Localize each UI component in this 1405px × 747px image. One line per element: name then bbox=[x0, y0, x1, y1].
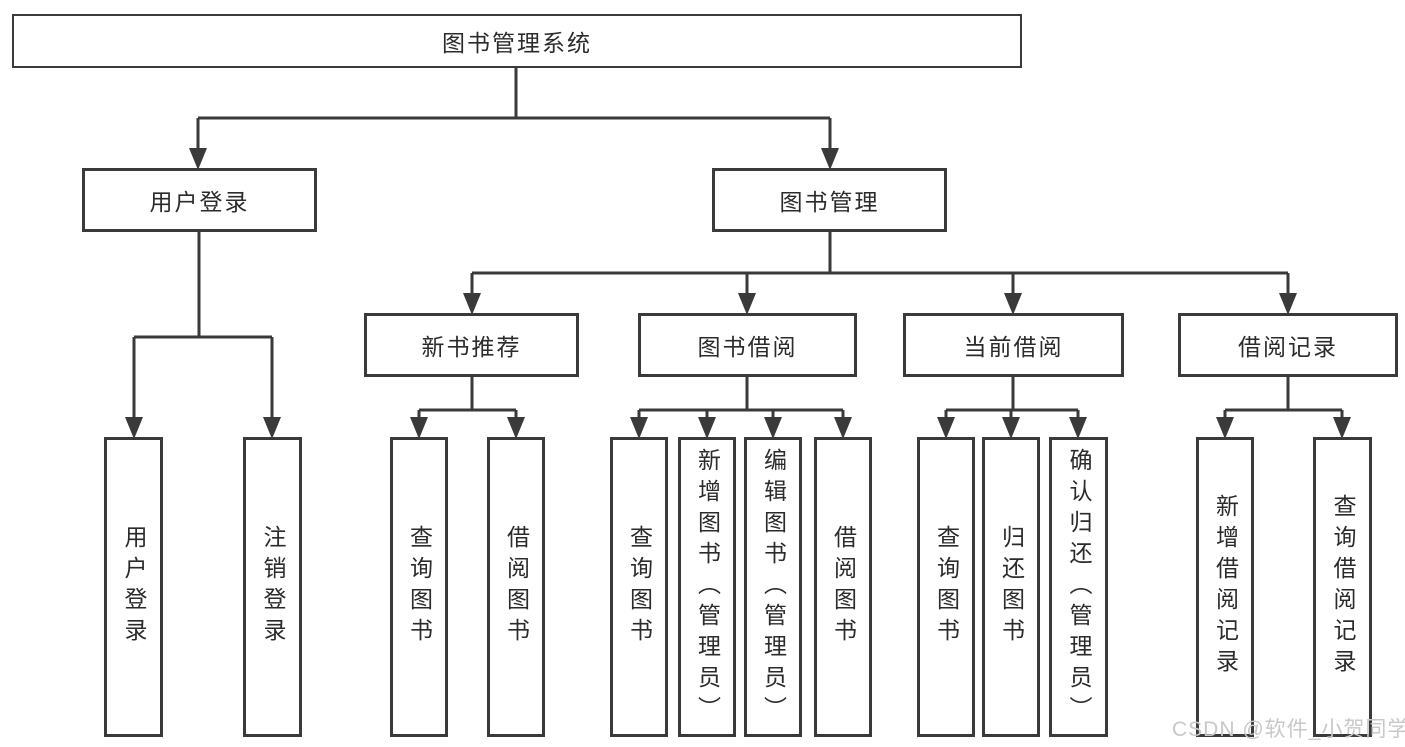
node-root: 图书管理系统 bbox=[12, 14, 1022, 68]
leaf-borrow-books: 借阅图书 bbox=[814, 437, 872, 737]
leaf-user-login-label: 用户登录 bbox=[121, 525, 147, 649]
leaf-return-book: 归还图书 bbox=[982, 437, 1040, 737]
node-book-borrow-label: 图书借阅 bbox=[697, 334, 798, 360]
leaf-return-book-label: 归还图书 bbox=[998, 525, 1025, 649]
node-borrow-records: 借阅记录 bbox=[1178, 313, 1398, 377]
node-new-book-recommend-label: 新书推荐 bbox=[421, 334, 522, 360]
leaf-add-book-admin: 新增图书（管理员） bbox=[678, 437, 736, 737]
leaf-user-login: 用户登录 bbox=[104, 437, 163, 737]
leaf-add-borrow-record-label: 新增借阅记录 bbox=[1212, 494, 1239, 680]
tree-edges bbox=[125, 68, 1351, 439]
leaf-logout: 注销登录 bbox=[243, 437, 302, 737]
leaf-query-books-borrow: 查询图书 bbox=[610, 437, 668, 737]
watermark-text: CSDN @软件_小贺同学 bbox=[1172, 718, 1405, 741]
node-book-management-label: 图书管理 bbox=[779, 189, 880, 215]
leaf-query-books-recommend-label: 查询图书 bbox=[406, 525, 433, 649]
leaf-query-books-borrow-label: 查询图书 bbox=[626, 525, 653, 649]
leaf-query-borrow-record-label: 查询借阅记录 bbox=[1330, 494, 1356, 680]
node-current-borrow: 当前借阅 bbox=[903, 313, 1124, 377]
leaf-add-book-admin-label: 新增图书（管理员） bbox=[694, 447, 721, 727]
leaf-query-books-current: 查询图书 bbox=[917, 437, 975, 737]
leaf-borrow-books-label: 借阅图书 bbox=[830, 525, 857, 649]
node-borrow-records-label: 借阅记录 bbox=[1238, 334, 1338, 360]
node-user-login: 用户登录 bbox=[82, 168, 317, 232]
node-book-management: 图书管理 bbox=[712, 168, 947, 232]
node-new-book-recommend: 新书推荐 bbox=[364, 313, 579, 377]
node-user-login-label: 用户登录 bbox=[149, 189, 250, 215]
node-current-borrow-label: 当前借阅 bbox=[963, 334, 1064, 360]
leaf-query-books-current-label: 查询图书 bbox=[933, 525, 960, 649]
leaf-edit-book-admin: 编辑图书（管理员） bbox=[744, 437, 802, 737]
leaf-query-books-recommend: 查询图书 bbox=[390, 437, 448, 737]
leaf-confirm-return-admin: 确认归还（管理员） bbox=[1049, 437, 1108, 737]
leaf-add-borrow-record: 新增借阅记录 bbox=[1196, 437, 1254, 737]
leaf-edit-book-admin-label: 编辑图书（管理员） bbox=[760, 447, 787, 727]
leaf-confirm-return-admin-label: 确认归还（管理员） bbox=[1066, 447, 1092, 727]
node-book-borrow: 图书借阅 bbox=[638, 313, 857, 377]
leaf-borrow-books-recommend: 借阅图书 bbox=[487, 437, 545, 737]
leaf-query-borrow-record: 查询借阅记录 bbox=[1313, 437, 1372, 737]
leaf-logout-label: 注销登录 bbox=[260, 525, 286, 649]
leaf-borrow-books-recommend-label: 借阅图书 bbox=[503, 525, 530, 649]
node-root-label: 图书管理系统 bbox=[442, 30, 592, 56]
